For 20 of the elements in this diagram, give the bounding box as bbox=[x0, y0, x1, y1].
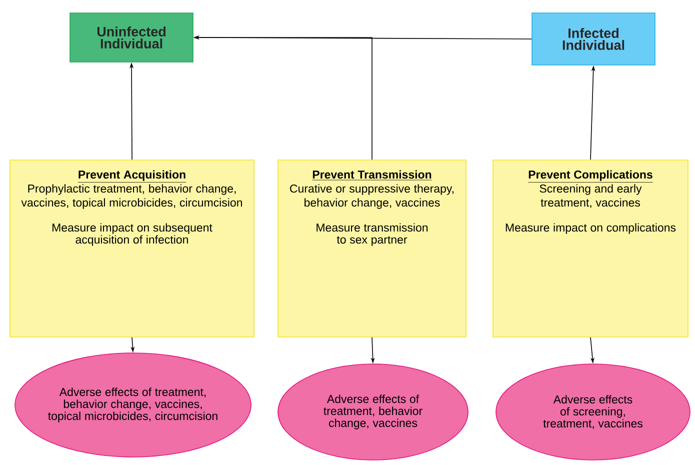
node-label: Curative or suppressive therapy, behavior change, vaccines bbox=[290, 184, 454, 209]
node-label: Adverse effects of treatment, behavior change, vaccines, topical microbicides, circumcision bbox=[48, 388, 218, 422]
node-label: Prevent Acquisition bbox=[78, 170, 186, 181]
effects-ellipse bbox=[278, 364, 468, 460]
node-label: Screening and early treatment, vaccines bbox=[540, 184, 642, 208]
node-label: Measure impact on subsequent acquisition of infection bbox=[52, 223, 212, 246]
strategy-box bbox=[492, 160, 688, 338]
state-box: Infected Individual bbox=[532, 12, 656, 66]
state-box: Uninfected Individual bbox=[70, 12, 194, 62]
effects-ellipse bbox=[496, 364, 690, 460]
effects-ellipse bbox=[14, 352, 252, 458]
node-label: Prevent Complications bbox=[528, 170, 652, 181]
node-label: Prophylactic treatment, behavior change, vaccines, topical microbicides, circumcision bbox=[21, 184, 242, 209]
node-label: Prevent Transmission bbox=[312, 170, 432, 179]
strategy-box bbox=[10, 160, 254, 338]
strategy-box bbox=[278, 160, 466, 338]
node-label: Measure impact on complications bbox=[506, 223, 676, 234]
node-label: Adverse effects of screening, treatment, vaccines bbox=[543, 395, 642, 429]
node-label: Measure transmission to sex partner bbox=[316, 223, 428, 246]
node-label: Adverse effects of treatment, behavior change, vaccines bbox=[324, 394, 422, 430]
